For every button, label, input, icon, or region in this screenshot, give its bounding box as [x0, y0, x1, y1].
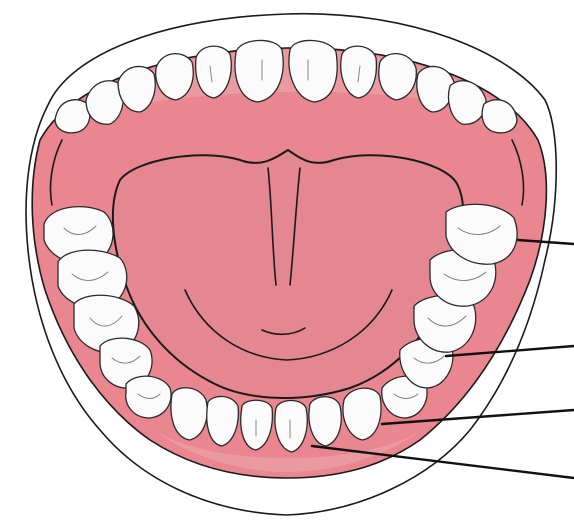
lower-premolar-left-1 [126, 376, 171, 418]
